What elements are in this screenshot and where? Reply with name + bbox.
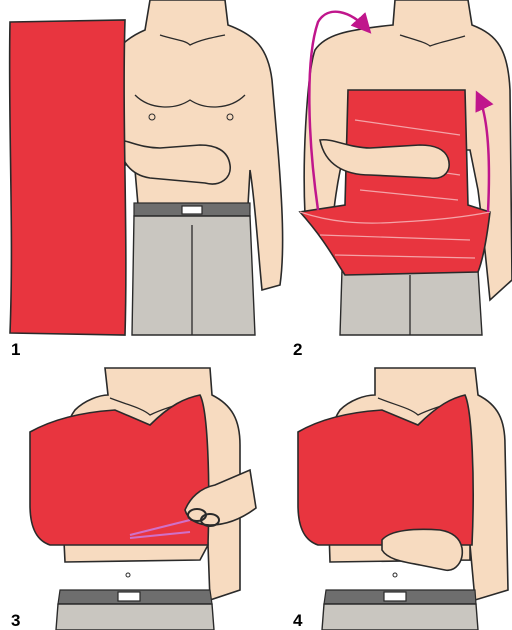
panel-3: 3 (11, 368, 256, 630)
panel-2: 2 (293, 0, 512, 359)
pants (132, 216, 255, 335)
panel-4: 4 (293, 368, 508, 630)
pants (340, 270, 482, 335)
triangular-bandage-cloth (10, 20, 126, 335)
forearm (382, 529, 462, 570)
step-number-2: 2 (293, 340, 302, 359)
step-number-4: 4 (293, 611, 303, 630)
panel-1: 1 (10, 0, 283, 359)
step-number-3: 3 (11, 611, 20, 630)
belt-buckle (182, 206, 202, 214)
sling-cloth (298, 395, 473, 545)
step-number-1: 1 (11, 340, 20, 359)
